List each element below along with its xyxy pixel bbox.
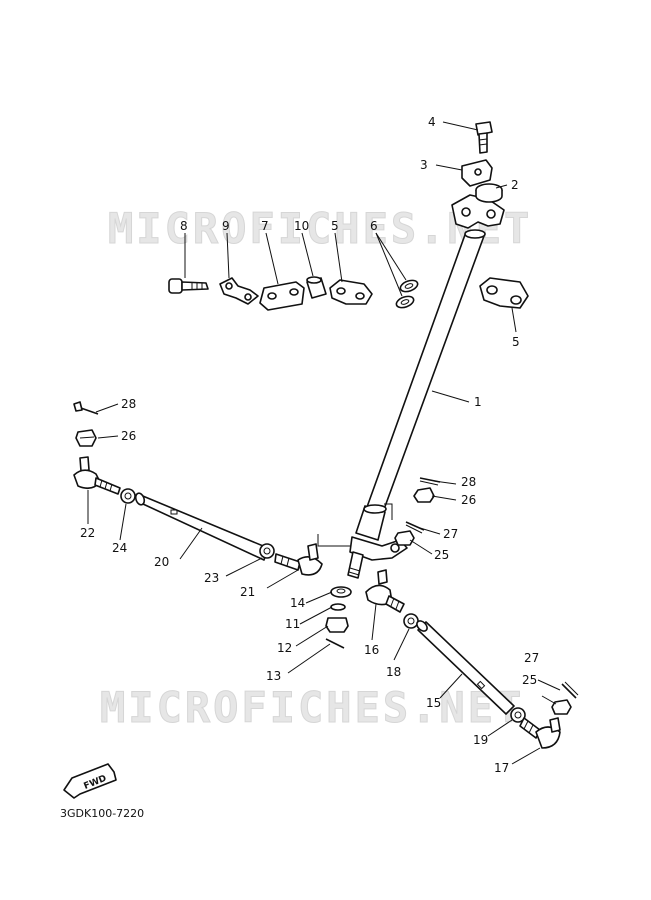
callout-17: 17 bbox=[494, 761, 509, 775]
castle-nut-right-outer bbox=[551, 699, 572, 715]
bushings bbox=[395, 279, 419, 309]
diagram-code: 3GDK100-7220 bbox=[60, 807, 144, 820]
castle-nut-right bbox=[413, 487, 435, 503]
callout-15: 15 bbox=[426, 696, 441, 710]
collar bbox=[475, 183, 503, 203]
callout-18: 18 bbox=[386, 665, 401, 679]
lock-nut-right bbox=[403, 613, 419, 629]
callout-11: 11 bbox=[285, 617, 300, 631]
castle-nut-center bbox=[394, 530, 415, 546]
cotter-pin-right-outer bbox=[561, 681, 579, 699]
shaft-holder-left bbox=[329, 279, 373, 305]
callout-3: 3 bbox=[420, 158, 428, 172]
watermark-bottom: MICROFICHES.NET bbox=[100, 683, 524, 732]
callout-21: 21 bbox=[240, 585, 255, 599]
callout-4: 4 bbox=[428, 115, 436, 129]
fwd-arrow: FWD bbox=[63, 763, 117, 799]
tie-rod-end-right bbox=[519, 717, 561, 749]
callout-numbers: 4 3 2 1 5 8 9 7 10 5 6 28 26 22 24 20 23… bbox=[80, 115, 539, 775]
tie-rod-right bbox=[416, 620, 515, 715]
callout-9: 9 bbox=[222, 219, 230, 233]
mount-bolt bbox=[168, 278, 209, 294]
callout-26-right: 26 bbox=[461, 493, 476, 507]
callout-13: 13 bbox=[266, 669, 281, 683]
upper-bolt bbox=[475, 121, 493, 154]
lock-nut-left-inner bbox=[259, 543, 275, 559]
callout-1: 1 bbox=[474, 395, 482, 409]
mount-bracket bbox=[219, 277, 259, 305]
shaft-holder-right bbox=[479, 277, 529, 309]
tie-rod-left bbox=[134, 492, 269, 561]
tie-rod-end-left bbox=[73, 456, 121, 495]
callout-26-left: 26 bbox=[121, 429, 136, 443]
callout-27-lower: 27 bbox=[524, 651, 539, 665]
tie-rod-end-right-inner bbox=[365, 569, 405, 613]
callout-25-upper: 25 bbox=[434, 548, 449, 562]
callout-7: 7 bbox=[261, 219, 269, 233]
callout-8: 8 bbox=[180, 219, 188, 233]
callout-27-upper: 27 bbox=[443, 527, 458, 541]
callout-12: 12 bbox=[277, 641, 292, 655]
guide-line-upper bbox=[384, 503, 393, 520]
callout-25-lower: 25 bbox=[522, 673, 537, 687]
tie-rod-end-left-inner bbox=[274, 543, 323, 576]
cotter-pin-left bbox=[73, 401, 99, 415]
lock-nut-left bbox=[120, 488, 136, 504]
center-hardware-stack bbox=[325, 586, 352, 649]
callout-5-left: 5 bbox=[331, 219, 339, 233]
steering-shaft bbox=[347, 229, 486, 579]
callout-20: 20 bbox=[154, 555, 169, 569]
leader-lines bbox=[87, 121, 561, 765]
callout-10: 10 bbox=[294, 219, 309, 233]
guide-line-lower bbox=[317, 534, 350, 547]
callout-28-left: 28 bbox=[121, 397, 136, 411]
callout-28-right: 28 bbox=[461, 475, 476, 489]
callout-24: 24 bbox=[112, 541, 127, 555]
callout-6: 6 bbox=[370, 219, 378, 233]
callout-23: 23 bbox=[204, 571, 219, 585]
callout-16: 16 bbox=[364, 643, 379, 657]
mount-collar bbox=[306, 276, 327, 299]
callout-22: 22 bbox=[80, 526, 95, 540]
lock-nut-right-outer bbox=[510, 707, 526, 723]
callout-2: 2 bbox=[511, 178, 519, 192]
callout-14: 14 bbox=[290, 596, 305, 610]
upper-clamp bbox=[461, 159, 493, 187]
castle-nut-left bbox=[75, 429, 97, 447]
callout-5-right: 5 bbox=[512, 335, 520, 349]
mount-plate bbox=[259, 281, 305, 311]
callout-19: 19 bbox=[473, 733, 488, 747]
